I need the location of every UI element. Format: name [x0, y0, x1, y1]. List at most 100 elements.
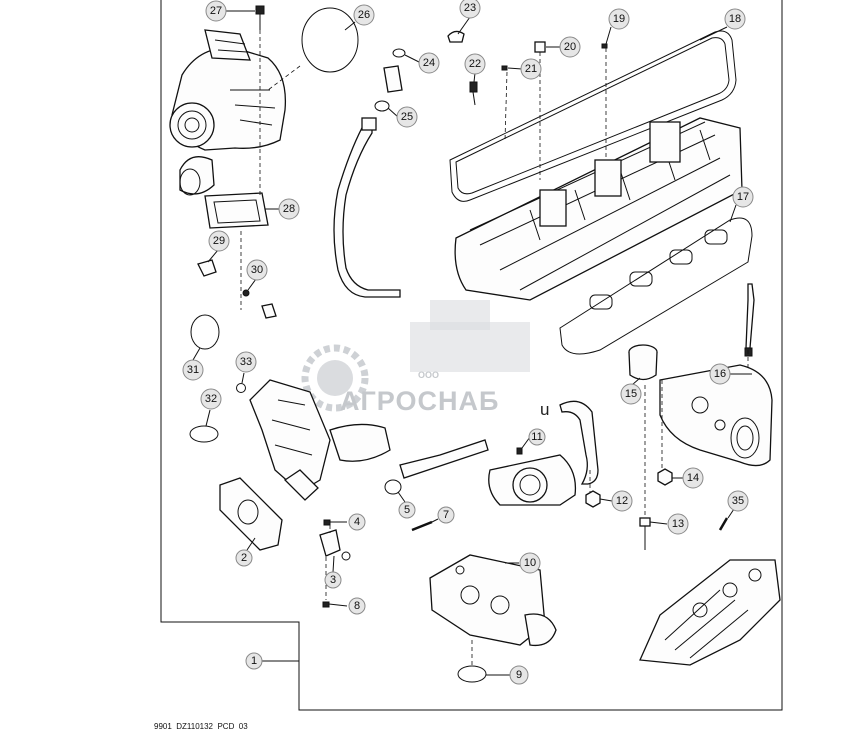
intake-hose — [559, 400, 599, 485]
gasket-2 — [219, 477, 283, 551]
fitting-24-25 — [374, 48, 406, 112]
cylinder-head — [454, 117, 743, 301]
callout-7: 7 — [437, 506, 455, 524]
bolt-7 — [411, 520, 433, 532]
svg-text:12: 12 — [616, 495, 628, 507]
callout-4: 4 — [348, 513, 366, 531]
pin-19 — [601, 43, 608, 49]
svg-text:16: 16 — [714, 368, 726, 380]
callout-13: 13 — [667, 513, 689, 535]
diagram-caption: 9901 DZ110132 PCD 03 — [154, 722, 248, 731]
callout-10: 10 — [519, 552, 541, 574]
svg-text:27: 27 — [210, 5, 222, 17]
callout-19: 19 — [608, 8, 630, 30]
callout-17: 17 — [732, 186, 754, 208]
callout-33: 33 — [235, 351, 257, 373]
pin-35 — [718, 517, 729, 531]
callout-31: 31 — [182, 359, 204, 381]
svg-text:32: 32 — [205, 393, 217, 405]
callout-27: 27 — [205, 0, 227, 22]
svg-text:20: 20 — [564, 41, 576, 53]
callout-35: 35 — [727, 490, 749, 512]
callout-12: 12 — [611, 490, 633, 512]
screw-11 — [516, 447, 523, 455]
egr-cooler — [249, 379, 489, 501]
svg-text:9: 9 — [516, 669, 522, 681]
callout-25: 25 — [396, 106, 418, 128]
callout-15: 15 — [620, 383, 642, 405]
callout-1: 1 — [245, 652, 263, 670]
svg-text:14: 14 — [687, 472, 699, 484]
callout-14: 14 — [682, 467, 704, 489]
svg-text:3: 3 — [330, 574, 336, 586]
svg-text:7: 7 — [443, 509, 449, 521]
callout-23: 23 — [459, 0, 481, 19]
svg-text:1: 1 — [251, 655, 257, 667]
svg-text:18: 18 — [729, 13, 741, 25]
clamp-29 — [197, 259, 217, 277]
clip-23 — [447, 30, 465, 43]
valve-cover-gasket-18 — [449, 30, 737, 202]
svg-text:21: 21 — [525, 63, 537, 75]
svg-text:28: 28 — [283, 203, 295, 215]
callout-9: 9 — [509, 665, 529, 685]
svg-text:5: 5 — [404, 504, 410, 516]
nut-12 — [585, 490, 601, 508]
watermark-name: АГРОСНАБ — [340, 386, 499, 416]
throttle-body — [488, 454, 577, 506]
callout-5: 5 — [398, 501, 416, 519]
svg-text:8: 8 — [354, 600, 360, 612]
callout-18: 18 — [724, 8, 746, 30]
sleeve-15 — [628, 344, 658, 381]
callout-21: 21 — [520, 58, 542, 80]
svg-text:13: 13 — [672, 518, 684, 530]
sensor-22 — [469, 81, 478, 106]
plug-20 — [534, 41, 546, 53]
svg-text:22: 22 — [469, 58, 481, 70]
nut-14 — [657, 468, 673, 486]
callout-3: 3 — [324, 571, 342, 589]
seal-5 — [384, 479, 402, 495]
svg-text:31: 31 — [187, 364, 199, 376]
intake-manifold — [639, 559, 781, 666]
svg-text:23: 23 — [464, 2, 476, 14]
svg-text:19: 19 — [613, 13, 625, 25]
callout-32: 32 — [200, 388, 222, 410]
svg-text:29: 29 — [213, 235, 225, 247]
callout-28: 28 — [278, 198, 300, 220]
callout-11: 11 — [528, 428, 546, 446]
thermostat-housing — [659, 364, 773, 467]
oil-pipe — [333, 117, 401, 298]
seal-9 — [457, 665, 487, 683]
callout-2: 2 — [235, 549, 253, 567]
svg-text:10: 10 — [524, 557, 536, 569]
svg-text:24: 24 — [423, 57, 435, 69]
gasket-28 — [204, 192, 269, 229]
manifold-gasket-17 — [559, 217, 753, 355]
svg-text:17: 17 — [737, 191, 749, 203]
watermark-company: ООО — [418, 370, 439, 380]
leader-lines — [192, 10, 752, 676]
pin-21 — [501, 65, 508, 71]
pipe-16 — [744, 283, 755, 357]
svg-text:2: 2 — [241, 552, 247, 564]
o-ring-33 — [236, 383, 246, 393]
turbocharger — [169, 29, 287, 196]
filter-head — [429, 554, 557, 647]
bolt-27 — [255, 5, 265, 30]
bolt-13 — [639, 517, 651, 550]
svg-text:25: 25 — [401, 111, 413, 123]
seal-32 — [189, 425, 219, 443]
svg-text:35: 35 — [732, 495, 744, 507]
callout-16: 16 — [709, 363, 731, 385]
svg-text:33: 33 — [240, 356, 252, 368]
callout-24: 24 — [418, 52, 440, 74]
svg-text:11: 11 — [531, 431, 542, 443]
svg-text:4: 4 — [354, 516, 360, 528]
callout-22: 22 — [464, 53, 486, 75]
plug-4 — [323, 519, 331, 526]
diagram-frame — [160, 0, 783, 711]
svg-text:30: 30 — [251, 264, 263, 276]
callout-29: 29 — [208, 230, 230, 252]
